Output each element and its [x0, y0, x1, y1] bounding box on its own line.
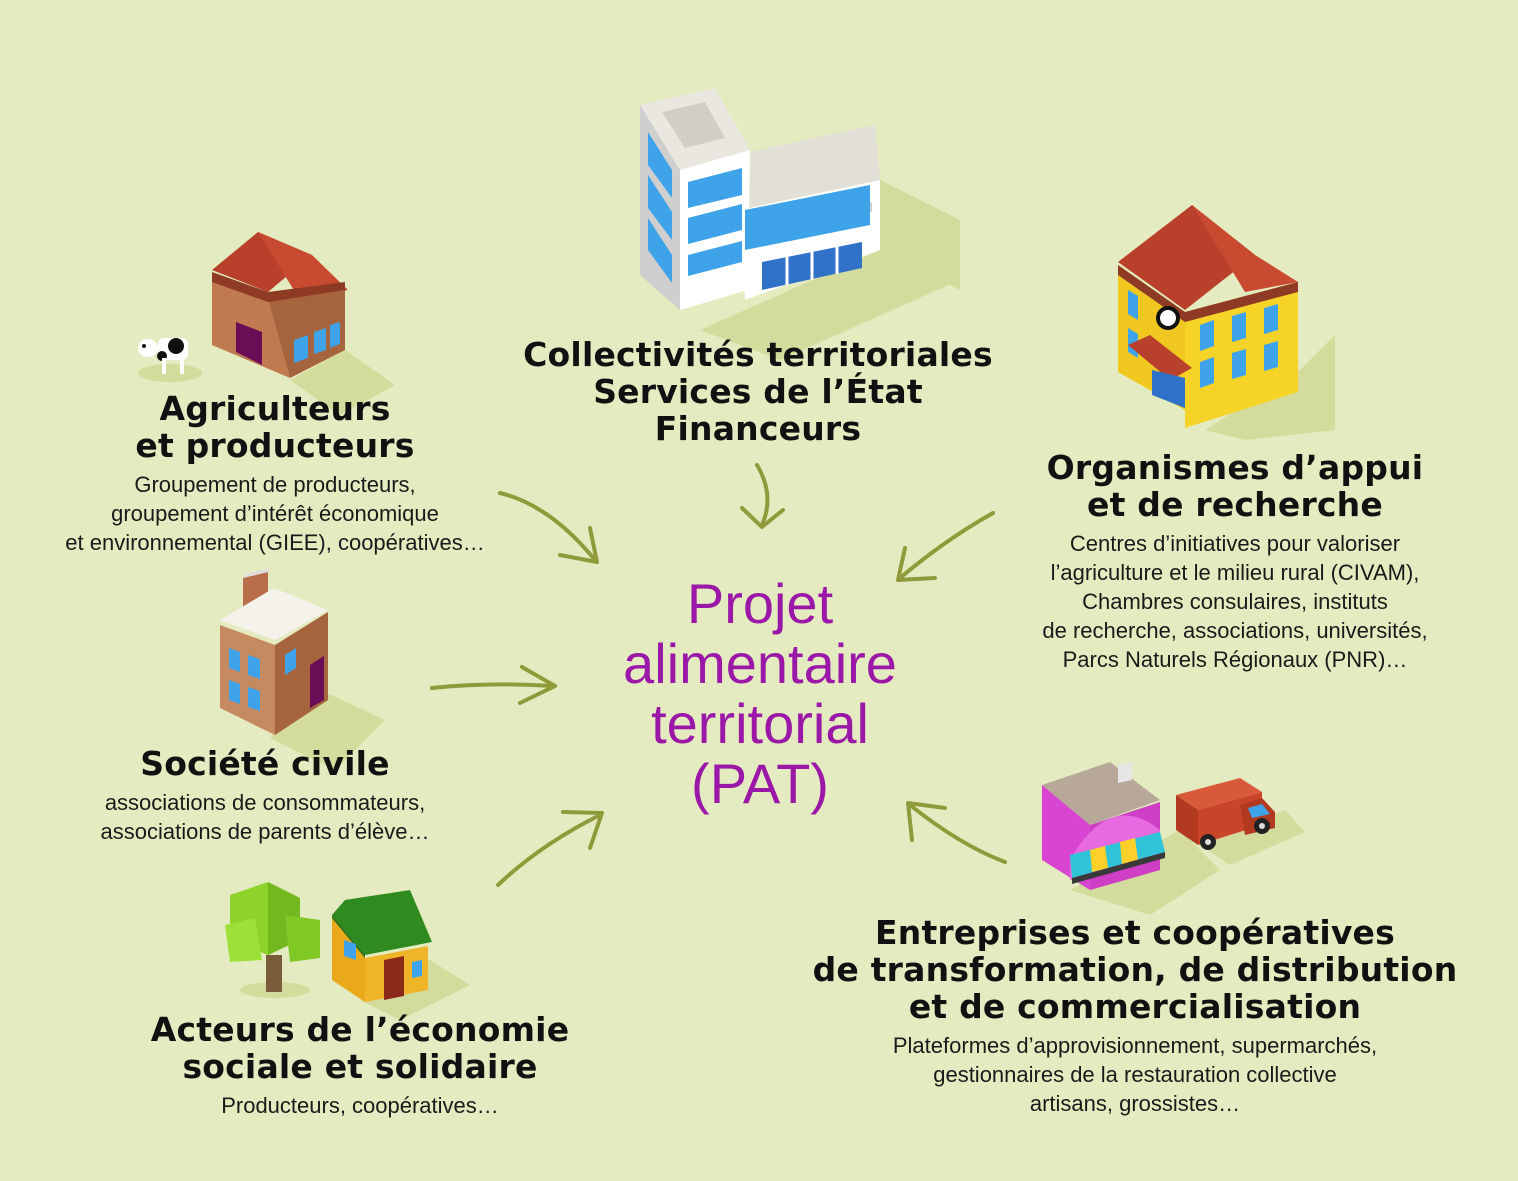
actor-societe: Société civile associations de consommat… [40, 745, 490, 846]
shop-icon [1042, 762, 1220, 915]
actor-title: Société civile [140, 744, 390, 783]
actor-title: Entreprises et coopératives de transform… [812, 913, 1458, 1026]
actor-collectivites: Collectivités territoriales Services de … [478, 336, 1038, 447]
center-title: Projet alimentaire territorial (PAT) [623, 572, 897, 815]
arrow-from-ess [496, 810, 604, 887]
farm-house-icon [212, 232, 395, 415]
actor-subtitle: associations de consommateurs, associati… [100, 790, 430, 844]
actor-organismes: Organismes d’appui et de recherche Centr… [985, 449, 1485, 674]
actor-ess: Acteurs de l’économie sociale et solidai… [110, 1011, 610, 1120]
arrow-from-entreprises [906, 801, 1007, 864]
cow-icon [138, 338, 202, 382]
arrow-from-organismes [896, 511, 995, 582]
delivery-truck-icon [1176, 778, 1305, 865]
actor-title: Agriculteurs et producteurs [135, 389, 415, 465]
actor-subtitle: Producteurs, coopératives… [221, 1093, 499, 1118]
actor-subtitle: Groupement de producteurs, groupement d’… [65, 472, 485, 555]
actor-title: Acteurs de l’économie sociale et solidai… [150, 1010, 570, 1086]
actor-title: Organismes d’appui et de recherche [1046, 448, 1424, 524]
arrow-from-societe [430, 665, 557, 705]
actor-entreprises: Entreprises et coopératives de transform… [780, 914, 1490, 1118]
tree-icon [225, 882, 320, 998]
actor-title: Collectivités territoriales Services de … [523, 335, 993, 448]
actor-subtitle: Centres d’initiatives pour valoriser l’a… [1042, 531, 1428, 672]
civil-society-house-icon [220, 568, 385, 770]
actor-subtitle: Plateformes d’approvisionnement, superma… [892, 1033, 1378, 1116]
research-building-icon [1118, 205, 1335, 440]
arrow-from-agriculteurs [498, 491, 599, 564]
green-roof-house-icon [332, 890, 470, 1020]
arrow-from-collectivites [740, 463, 785, 529]
government-building-icon [640, 88, 960, 360]
actor-agriculteurs: Agriculteurs et producteurs Groupement d… [10, 390, 540, 557]
